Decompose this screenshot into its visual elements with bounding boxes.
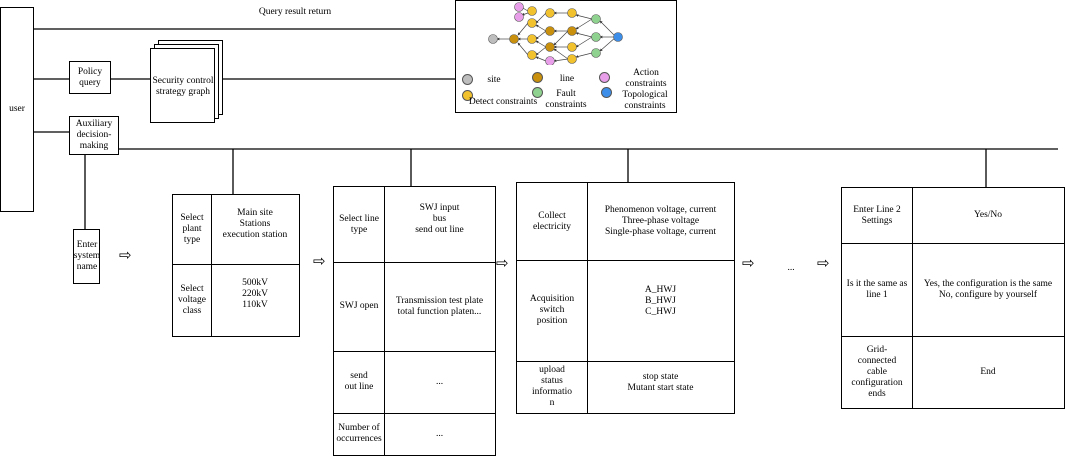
- table-cell: Yes, the configuration is the same No, c…: [923, 278, 1053, 300]
- table-cell: Transmission test plate total function p…: [395, 295, 484, 317]
- user-label: user: [9, 104, 25, 114]
- auxiliary-label: Auxiliary decision- making: [75, 119, 113, 151]
- legend-topological-label: Topological constraints: [622, 90, 668, 111]
- legend-fault-label: Fault constraints: [545, 89, 587, 110]
- strategy-graph-box: [150, 48, 215, 123]
- table-cell: Select line type: [339, 213, 379, 235]
- constraint-graph: [488, 2, 623, 65]
- auxiliary-box: [69, 116, 119, 155]
- table-cell: Number of occurrences: [336, 423, 382, 444]
- legend-site-dot: [462, 74, 473, 85]
- line-config-table: Select line type SWJ input bus send out …: [333, 186, 496, 456]
- table-cell: Select voltage class: [178, 283, 206, 316]
- table-cell: Select plant type: [180, 213, 204, 245]
- legend-action-dot: [599, 72, 610, 83]
- arrow-icon: ⇨: [496, 254, 509, 272]
- legend-fault-dot: [532, 87, 543, 98]
- policy-query-label: Policy query: [77, 67, 103, 88]
- table-cell: Phenomenon voltage, current Three-phase …: [604, 205, 717, 237]
- enter-system-box: [73, 229, 100, 284]
- table-cell: 500kV 220kV 110kV: [242, 277, 268, 310]
- legend-site-label: site: [487, 75, 501, 85]
- user-box: [0, 7, 34, 212]
- legend-detect-dot: [462, 90, 473, 101]
- legend-line-label: line: [559, 74, 575, 84]
- arrow-icon: ⇨: [119, 246, 132, 264]
- legend-topological-dot: [601, 87, 612, 98]
- table-cell: ...: [435, 376, 444, 387]
- table-cell: upload status informatio n: [531, 365, 573, 408]
- table-cell: Is it the same as line 1: [846, 278, 908, 300]
- table-cell: Collect electricity: [533, 210, 571, 232]
- table-cell: stop state Mutant start state: [627, 372, 694, 393]
- legend-line-dot: [532, 72, 543, 83]
- table-cell: SWJ input bus send out line: [415, 202, 464, 235]
- query-return-label: Query result return: [258, 7, 332, 17]
- enter-system-label: Enter system name: [73, 240, 101, 272]
- table-cell: Main site Stations execution station: [222, 207, 288, 240]
- collection-table: Collect electricity Phenomenon voltage, …: [516, 182, 735, 414]
- table-cell: Enter Line 2 Settings: [853, 204, 901, 226]
- arrow-icon: ⇨: [742, 254, 755, 272]
- policy-query-box: [69, 61, 111, 94]
- table-cell: send out line: [344, 371, 374, 392]
- table-cell: ...: [435, 428, 444, 439]
- table-cell: End: [980, 366, 996, 377]
- table-cell: SWJ open: [339, 301, 379, 311]
- line2-settings-table: Enter Line 2 Settings Yes/No Is it the s…: [841, 187, 1065, 409]
- strategy-graph-label: Security control strategy graph: [152, 76, 214, 97]
- ellipsis-label: ...: [787, 263, 795, 273]
- legend-action-label: Action constraints: [625, 68, 667, 89]
- table-cell: Yes/No: [973, 210, 1003, 220]
- legend-detect-label: Detect constraints: [468, 97, 538, 107]
- plant-config-table: Select plant type Main site Stations exe…: [172, 194, 300, 337]
- table-cell: Grid- connected cable configuration ends: [851, 344, 903, 399]
- arrow-icon: ⇨: [313, 252, 326, 270]
- constraint-graph-panel: site line Action constraints Detect cons…: [455, 0, 677, 113]
- arrow-icon: ⇨: [817, 254, 830, 272]
- table-cell: A_HWJ B_HWJ C_HWJ: [644, 284, 677, 317]
- table-cell: Acquisition switch position: [529, 294, 575, 326]
